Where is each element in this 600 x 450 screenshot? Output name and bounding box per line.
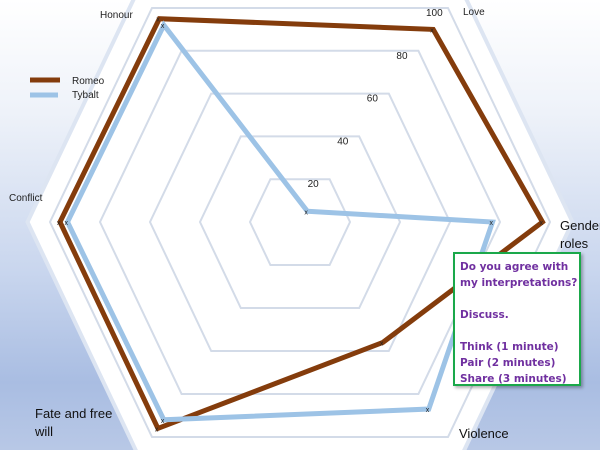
data-point-romeo-1: x <box>540 220 544 227</box>
data-point-romeo-3: x <box>155 426 159 433</box>
axis-label-gender-roles-2: roles <box>560 236 589 251</box>
data-point-tybalt-0: x <box>304 209 308 216</box>
radial-tick-20: 20 <box>308 179 320 190</box>
legend-label-tybalt: Tybalt <box>72 90 99 101</box>
grid-ring-100 <box>48 7 552 438</box>
data-point-tybalt-2: x <box>426 407 430 414</box>
legend-label-romeo: Romeo <box>72 76 105 87</box>
series-romeo <box>57 16 546 432</box>
callout-line: Discuss. <box>460 309 509 321</box>
axis-label-love: Love <box>463 7 485 18</box>
axis-label-honour: Honour <box>100 10 133 21</box>
axis-label-gender-roles: Gender <box>560 218 600 233</box>
data-point-tybalt-3: x <box>161 418 165 425</box>
data-point-tybalt-5: x <box>161 23 165 30</box>
discussion-callout: Do you agree with my interpretations? Di… <box>453 252 581 386</box>
axis-label-fate: Fate and free <box>35 406 112 421</box>
radial-tick-100: 100 <box>426 8 443 19</box>
radial-tick-60: 60 <box>367 94 379 105</box>
legend: Romeo Tybalt <box>30 76 105 101</box>
grid-ring-20 <box>248 178 352 266</box>
series-tybalt <box>64 20 496 423</box>
axis-label-violence: Violence <box>459 426 509 441</box>
radial-tick-80: 80 <box>396 51 408 62</box>
data-point-tybalt-4: x <box>65 220 69 227</box>
callout-line: my interpretations? <box>460 277 578 289</box>
axis-label-conflict: Conflict <box>9 193 43 204</box>
axis-label-fate-2: will <box>34 424 53 439</box>
callout-line: Think (1 minute) <box>460 341 559 353</box>
plot-area-background <box>25 0 575 450</box>
data-point-romeo-2: x <box>380 340 384 347</box>
data-point-romeo-0: x <box>430 27 434 34</box>
data-point-tybalt-1: x <box>490 220 494 227</box>
callout-line: Do you agree with <box>460 261 569 273</box>
callout-line: Pair (2 minutes) <box>460 357 556 369</box>
callout-line: Share (3 minutes) <box>460 373 567 385</box>
data-point-romeo-5: x <box>156 17 160 24</box>
grid-ring-40 <box>198 135 402 309</box>
data-point-romeo-4: x <box>57 220 61 227</box>
radial-tick-40: 40 <box>337 136 349 147</box>
